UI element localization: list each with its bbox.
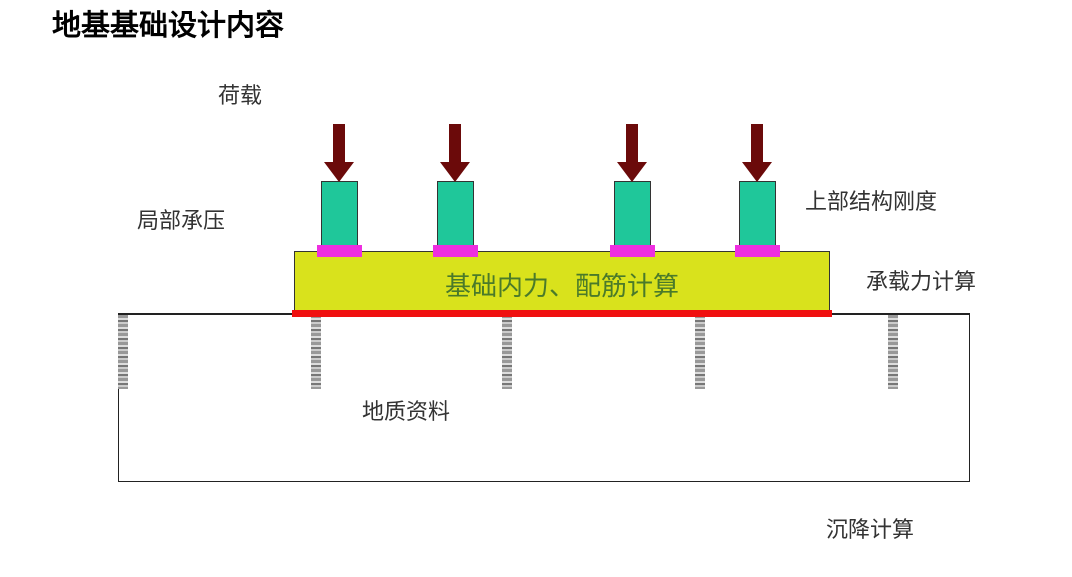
column (739, 181, 776, 247)
label-local-bearing: 局部承压 (137, 209, 226, 234)
bearing-pad (433, 245, 478, 257)
page-title: 地基基础设计内容 (52, 8, 285, 42)
bearing-pad (735, 245, 780, 257)
pile (311, 315, 321, 389)
label-load: 荷载 (218, 84, 263, 109)
column (437, 181, 474, 247)
foundation-base-line (292, 310, 832, 317)
label-bearing-capacity: 承载力计算 (866, 270, 977, 295)
soil-layer (118, 313, 970, 482)
pile (695, 315, 705, 389)
load-arrow-icon (440, 124, 470, 182)
load-arrow-icon (742, 124, 772, 182)
load-arrow-icon (617, 124, 647, 182)
pile (118, 315, 128, 389)
pile (502, 315, 512, 389)
load-arrow-icon (324, 124, 354, 182)
slab-label: 基础内力、配筋计算 (444, 272, 679, 302)
bearing-pad (317, 245, 362, 257)
pile (888, 315, 898, 389)
bearing-pad (610, 245, 655, 257)
column (321, 181, 358, 247)
column (614, 181, 651, 247)
label-superstructure-stiffness: 上部结构刚度 (805, 190, 938, 215)
foundation-slab: 基础内力、配筋计算 (294, 251, 830, 313)
label-settlement: 沉降计算 (826, 518, 915, 543)
label-geology: 地质资料 (362, 400, 451, 425)
